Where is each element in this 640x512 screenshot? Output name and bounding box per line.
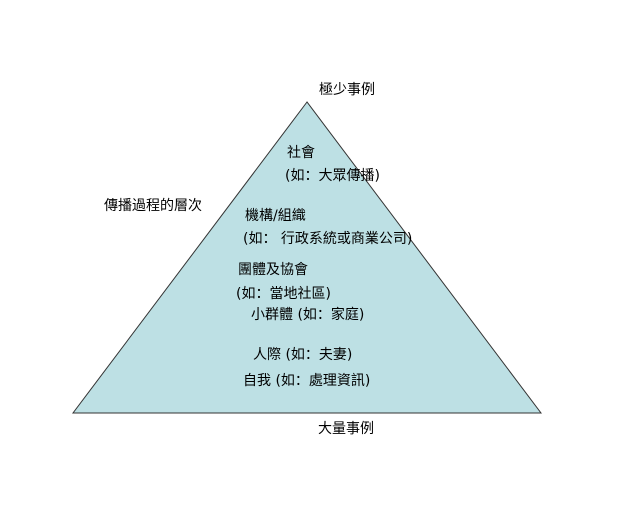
level-interpersonal: 人際 (如：夫妻) xyxy=(253,347,352,363)
level-example-group: (如：當地社區) xyxy=(236,286,331,302)
level-title-self: 自我 xyxy=(243,373,271,389)
level-title-group: 團體及協會 xyxy=(238,262,308,278)
level-example-small-group: (如：家庭) xyxy=(297,307,365,323)
level-title-society: 社會 xyxy=(287,145,315,161)
pyramid-triangle xyxy=(71,101,543,414)
level-example-interpersonal: (如：夫妻) xyxy=(285,347,353,363)
side-label: 傳播過程的層次 xyxy=(104,198,202,214)
level-self: 自我 (如：處理資訊) xyxy=(243,373,370,389)
bottom-label: 大量事例 xyxy=(318,421,374,437)
level-small-group: 小群體 (如：家庭) xyxy=(251,307,364,323)
level-title-interpersonal: 人際 xyxy=(253,347,281,363)
top-label: 極少事例 xyxy=(319,82,375,98)
level-example-organization: (如： 行政系統或商業公司) xyxy=(243,231,413,247)
level-example-self: (如：處理資訊) xyxy=(275,373,371,389)
level-title-small-group: 小群體 xyxy=(251,307,293,323)
level-example-society: (如：大眾傳播) xyxy=(285,168,380,184)
level-title-organization: 機構/組織 xyxy=(245,208,306,224)
